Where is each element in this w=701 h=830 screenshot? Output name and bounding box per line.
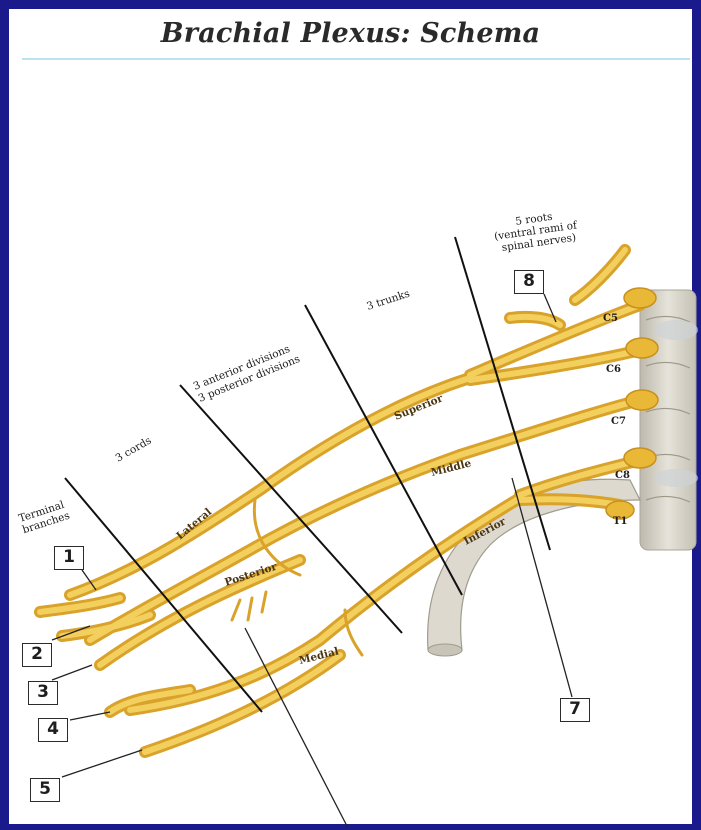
label-root-c5: C5: [603, 313, 618, 324]
callout-box-3: 3: [28, 681, 58, 705]
nerve-bundle: [40, 250, 658, 752]
label-roots: 5 roots (ventral rami of spinal nerves): [492, 207, 583, 255]
label-terminal-branches: Terminal branches: [17, 498, 72, 536]
label-cords: 3 cords: [114, 435, 154, 465]
vertebral-column: [640, 290, 698, 550]
label-root-c7: C7: [611, 416, 626, 427]
callout-box-2: 2: [22, 643, 52, 667]
callout-box-8: 8: [514, 270, 544, 294]
label-root-t1: T1: [613, 516, 627, 527]
label-root-c8: C8: [615, 470, 630, 481]
label-trunks: 3 trunks: [365, 288, 411, 313]
callout-box-4: 4: [38, 718, 68, 742]
callout-box-7: 7: [560, 698, 590, 722]
callout-box-5: 5: [30, 778, 60, 802]
label-root-c6: C6: [606, 364, 621, 375]
callout-box-1: 1: [54, 546, 84, 570]
